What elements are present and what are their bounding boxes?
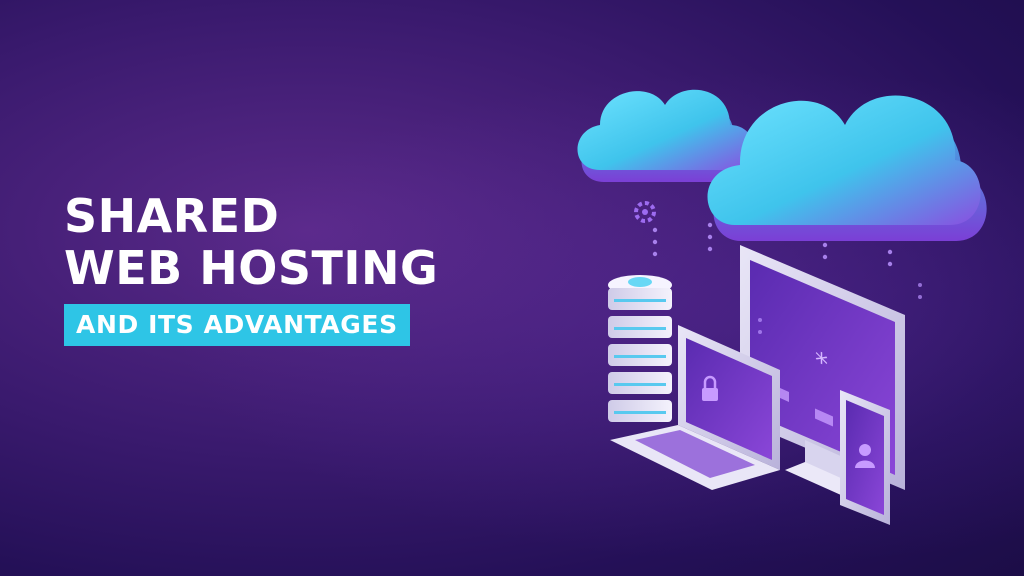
laptop-icon	[610, 325, 780, 490]
server-stack-icon	[608, 275, 672, 422]
decor-dots	[758, 283, 922, 334]
hosting-illustration: *	[577, 89, 987, 525]
headline-block: SHARED WEB HOSTING AND ITS ADVANTAGES	[64, 190, 524, 346]
headline-line-1: SHARED	[64, 189, 280, 243]
padlock-icon	[702, 375, 718, 401]
user-icon	[855, 444, 875, 468]
data-stream	[652, 222, 893, 267]
cloud-icon	[707, 95, 987, 241]
headline-line-2: WEB HOSTING	[64, 241, 439, 295]
svg-text:*: *	[815, 346, 828, 381]
gear-icon	[634, 201, 656, 223]
cloud-icon	[577, 89, 759, 182]
smartphone-icon	[840, 390, 890, 525]
subtitle-badge: AND ITS ADVANTAGES	[64, 304, 410, 346]
